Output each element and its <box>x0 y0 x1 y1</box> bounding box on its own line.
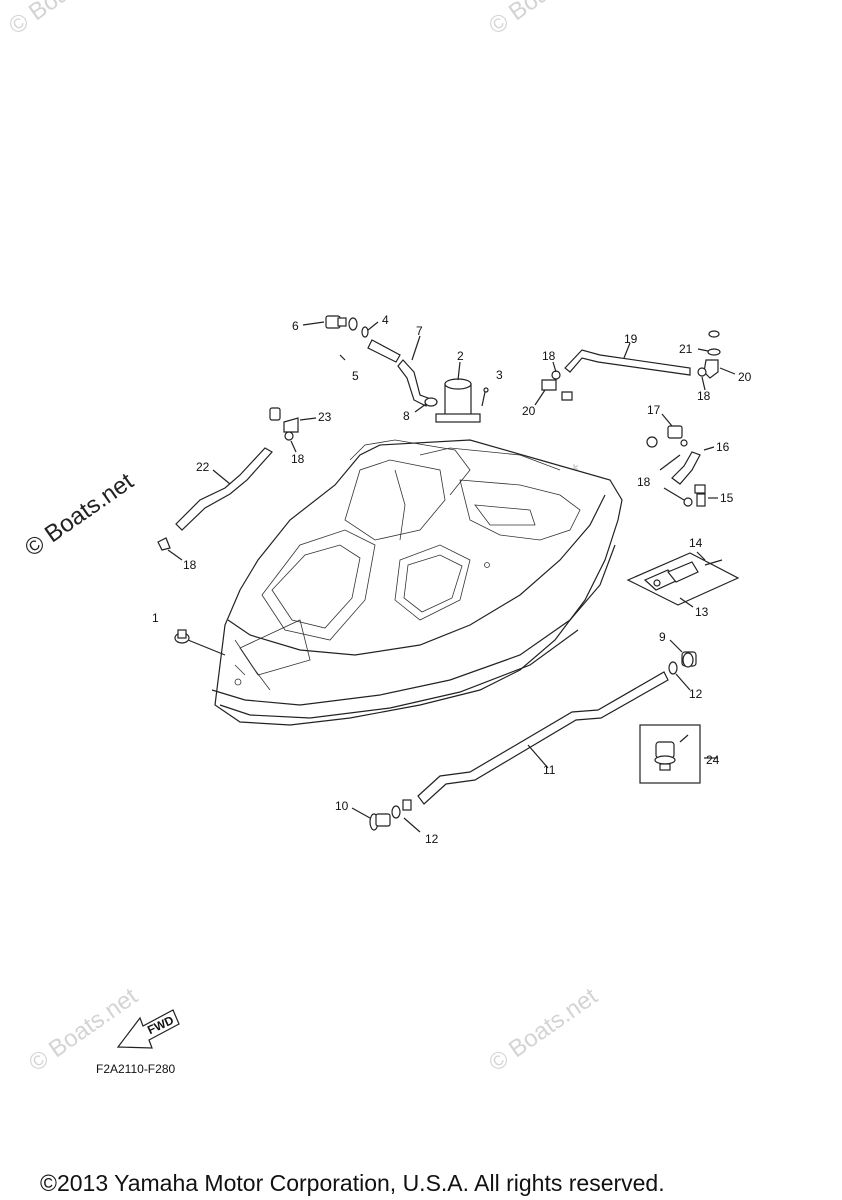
part-13-bracket <box>626 552 740 608</box>
callout-5: 5 <box>352 369 359 383</box>
part-18-clip-d <box>157 537 183 561</box>
part-14-screw <box>696 551 723 566</box>
part-9-plug <box>669 639 697 668</box>
part-17-fitting <box>661 413 683 439</box>
callout-11: 11 <box>543 763 556 777</box>
callout-15: 15 <box>720 491 734 505</box>
part-12-nut-a <box>668 661 691 691</box>
fwd-arrow-icon: FWD <box>116 1009 180 1049</box>
callout-8: 8 <box>403 409 410 423</box>
part-15-bolt <box>694 484 718 507</box>
part-8-clamp <box>414 397 438 413</box>
callout-14: 14 <box>689 536 703 550</box>
callout-24: 24 <box>706 753 720 767</box>
part-1-grommet <box>174 629 226 656</box>
callout-18c: 18 <box>291 452 305 466</box>
callout-20a: 20 <box>522 404 536 418</box>
part-20-elbow-b <box>703 359 736 379</box>
callout-22: 22 <box>196 460 210 474</box>
part-18-clip-a <box>551 361 561 380</box>
part-12-nut-b <box>391 799 421 833</box>
callout-23: 23 <box>318 410 332 424</box>
part-18-clip-c <box>284 431 297 453</box>
part-19-hose <box>564 342 691 376</box>
diagram-code: F2A2110-F280 <box>96 1062 176 1076</box>
part-7-hose <box>367 335 429 407</box>
callout-3: 3 <box>496 368 503 382</box>
part-18-clip-f <box>663 487 693 507</box>
callout-7: 7 <box>416 324 423 338</box>
part-24-boxed <box>639 724 718 784</box>
callout-6: 6 <box>292 319 299 333</box>
callout-18d: 18 <box>183 558 197 572</box>
part-22-hose <box>175 447 273 531</box>
part-21-clamp <box>697 330 721 356</box>
callout-12b: 12 <box>425 832 439 846</box>
part-16-hose-elbow <box>659 446 715 485</box>
callout-18b: 18 <box>697 389 711 403</box>
callout-19: 19 <box>624 332 638 346</box>
callout-13: 13 <box>695 605 709 619</box>
part-18-clip-b <box>697 367 707 391</box>
callout-1: 1 <box>152 611 159 625</box>
callout-2: 2 <box>457 349 464 363</box>
callout-10: 10 <box>335 799 349 813</box>
callout-17: 17 <box>647 403 661 417</box>
part-3-screw <box>481 387 489 407</box>
callout-18a: 18 <box>542 349 556 363</box>
callout-12a: 12 <box>689 687 703 701</box>
callout-9: 9 <box>659 630 666 644</box>
part-5-pin <box>339 354 346 361</box>
part-18-clip-e <box>646 436 688 448</box>
part-23-fitting <box>269 407 317 433</box>
boat-hull <box>211 439 623 726</box>
part-6-cap <box>302 315 347 329</box>
callout-16: 16 <box>716 440 730 454</box>
copyright-notice: ©2013 Yamaha Motor Corporation, U.S.A. A… <box>40 1170 665 1196</box>
part-4-washer <box>348 317 379 338</box>
part-2-container <box>435 361 481 423</box>
part-11-pipe <box>417 671 669 805</box>
part-20-bracket-a <box>534 379 573 406</box>
callout-20b: 20 <box>738 370 752 384</box>
callout-18e: 18 <box>637 475 651 489</box>
callout-4: 4 <box>382 313 389 327</box>
part-10-plug <box>351 807 391 831</box>
callout-21: 21 <box>679 342 693 356</box>
